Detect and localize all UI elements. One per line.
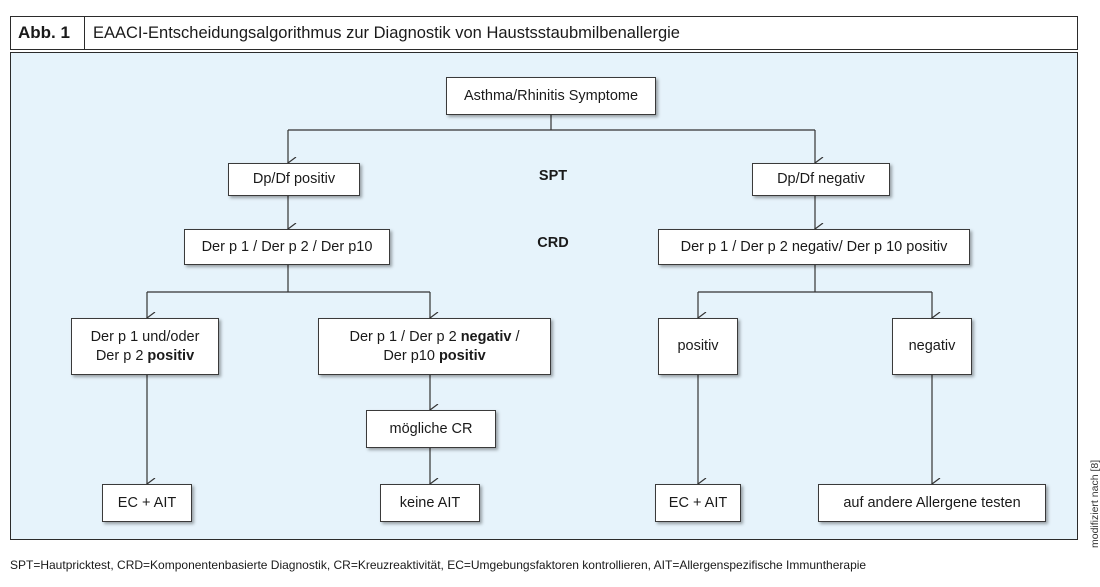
- node-dp-df-positiv: Dp/Df positiv: [228, 163, 360, 196]
- node-label-line2: Der p10: [383, 347, 439, 364]
- node-label-line2: Der p 2: [95, 347, 148, 364]
- node-label: mögliche CR: [389, 420, 473, 437]
- node-label-bold: positiv: [438, 347, 486, 364]
- node-asthma-rhinitis: Asthma/Rhinitis Symptome: [446, 77, 656, 115]
- node-ec-ait-left: EC + AIT: [102, 484, 192, 522]
- node-label-bold: negativ: [460, 328, 512, 345]
- node-der-p1-p2-negativ-p10-positiv: Der p 1 / Der p 2 negativ / Der p10 posi…: [318, 318, 551, 375]
- node-moegliche-cr: mögliche CR: [366, 410, 496, 448]
- node-label: EC + AIT: [668, 494, 728, 511]
- figure-title: EAACI-Entscheidungsalgorithmus zur Diagn…: [93, 24, 680, 42]
- node-label: Asthma/Rhinitis Symptome: [463, 87, 639, 104]
- node-der-p1-p2-p10: Der p 1 / Der p 2 / Der p10: [184, 229, 390, 265]
- figure-header: Abb. 1 EAACI-Entscheidungsalgorithmus zu…: [10, 16, 1078, 50]
- diagram-panel: [10, 52, 1078, 540]
- node-label: EC + AIT: [117, 494, 177, 511]
- node-negativ: negativ: [892, 318, 972, 375]
- node-andere-allergene: auf andere Allergene testen: [818, 484, 1046, 522]
- node-label: positiv: [677, 338, 719, 354]
- node-keine-ait: keine AIT: [380, 484, 480, 522]
- node-label-bold: positiv: [147, 347, 195, 364]
- stage-label-spt: SPT: [538, 168, 568, 184]
- source-note: modifiziert nach [8]: [1089, 459, 1100, 548]
- node-label: Der p 1 / Der p 2 negativ/ Der p 10 posi…: [680, 238, 948, 255]
- node-label: Der p 1 / Der p 2 / Der p10: [201, 238, 373, 255]
- node-positiv: positiv: [658, 318, 738, 375]
- node-label: Dp/Df negativ: [777, 171, 865, 187]
- node-ec-ait-right: EC + AIT: [655, 484, 741, 522]
- node-label: keine AIT: [399, 494, 461, 511]
- node-label: Dp/Df positiv: [252, 171, 336, 187]
- figure-label: Abb. 1: [11, 17, 85, 49]
- node-label: negativ: [908, 338, 956, 354]
- stage-label-crd: CRD: [537, 235, 569, 251]
- node-label-line1: Der p 1 / Der p 2: [349, 328, 461, 345]
- node-der-p1-und-oder-p2-positiv: Der p 1 und/oder Der p 2 positiv: [71, 318, 219, 375]
- node-der-p-negativ-p10-positiv: Der p 1 / Der p 2 negativ/ Der p 10 posi…: [658, 229, 970, 265]
- node-dp-df-negativ: Dp/Df negativ: [752, 163, 890, 196]
- abbreviation-footnote: SPT=Hautpricktest, CRD=Komponentenbasier…: [10, 558, 867, 572]
- node-label-line1: Der p 1 und/oder: [90, 328, 200, 345]
- node-label-suffix: /: [511, 328, 520, 345]
- node-label: auf andere Allergene testen: [843, 494, 1021, 511]
